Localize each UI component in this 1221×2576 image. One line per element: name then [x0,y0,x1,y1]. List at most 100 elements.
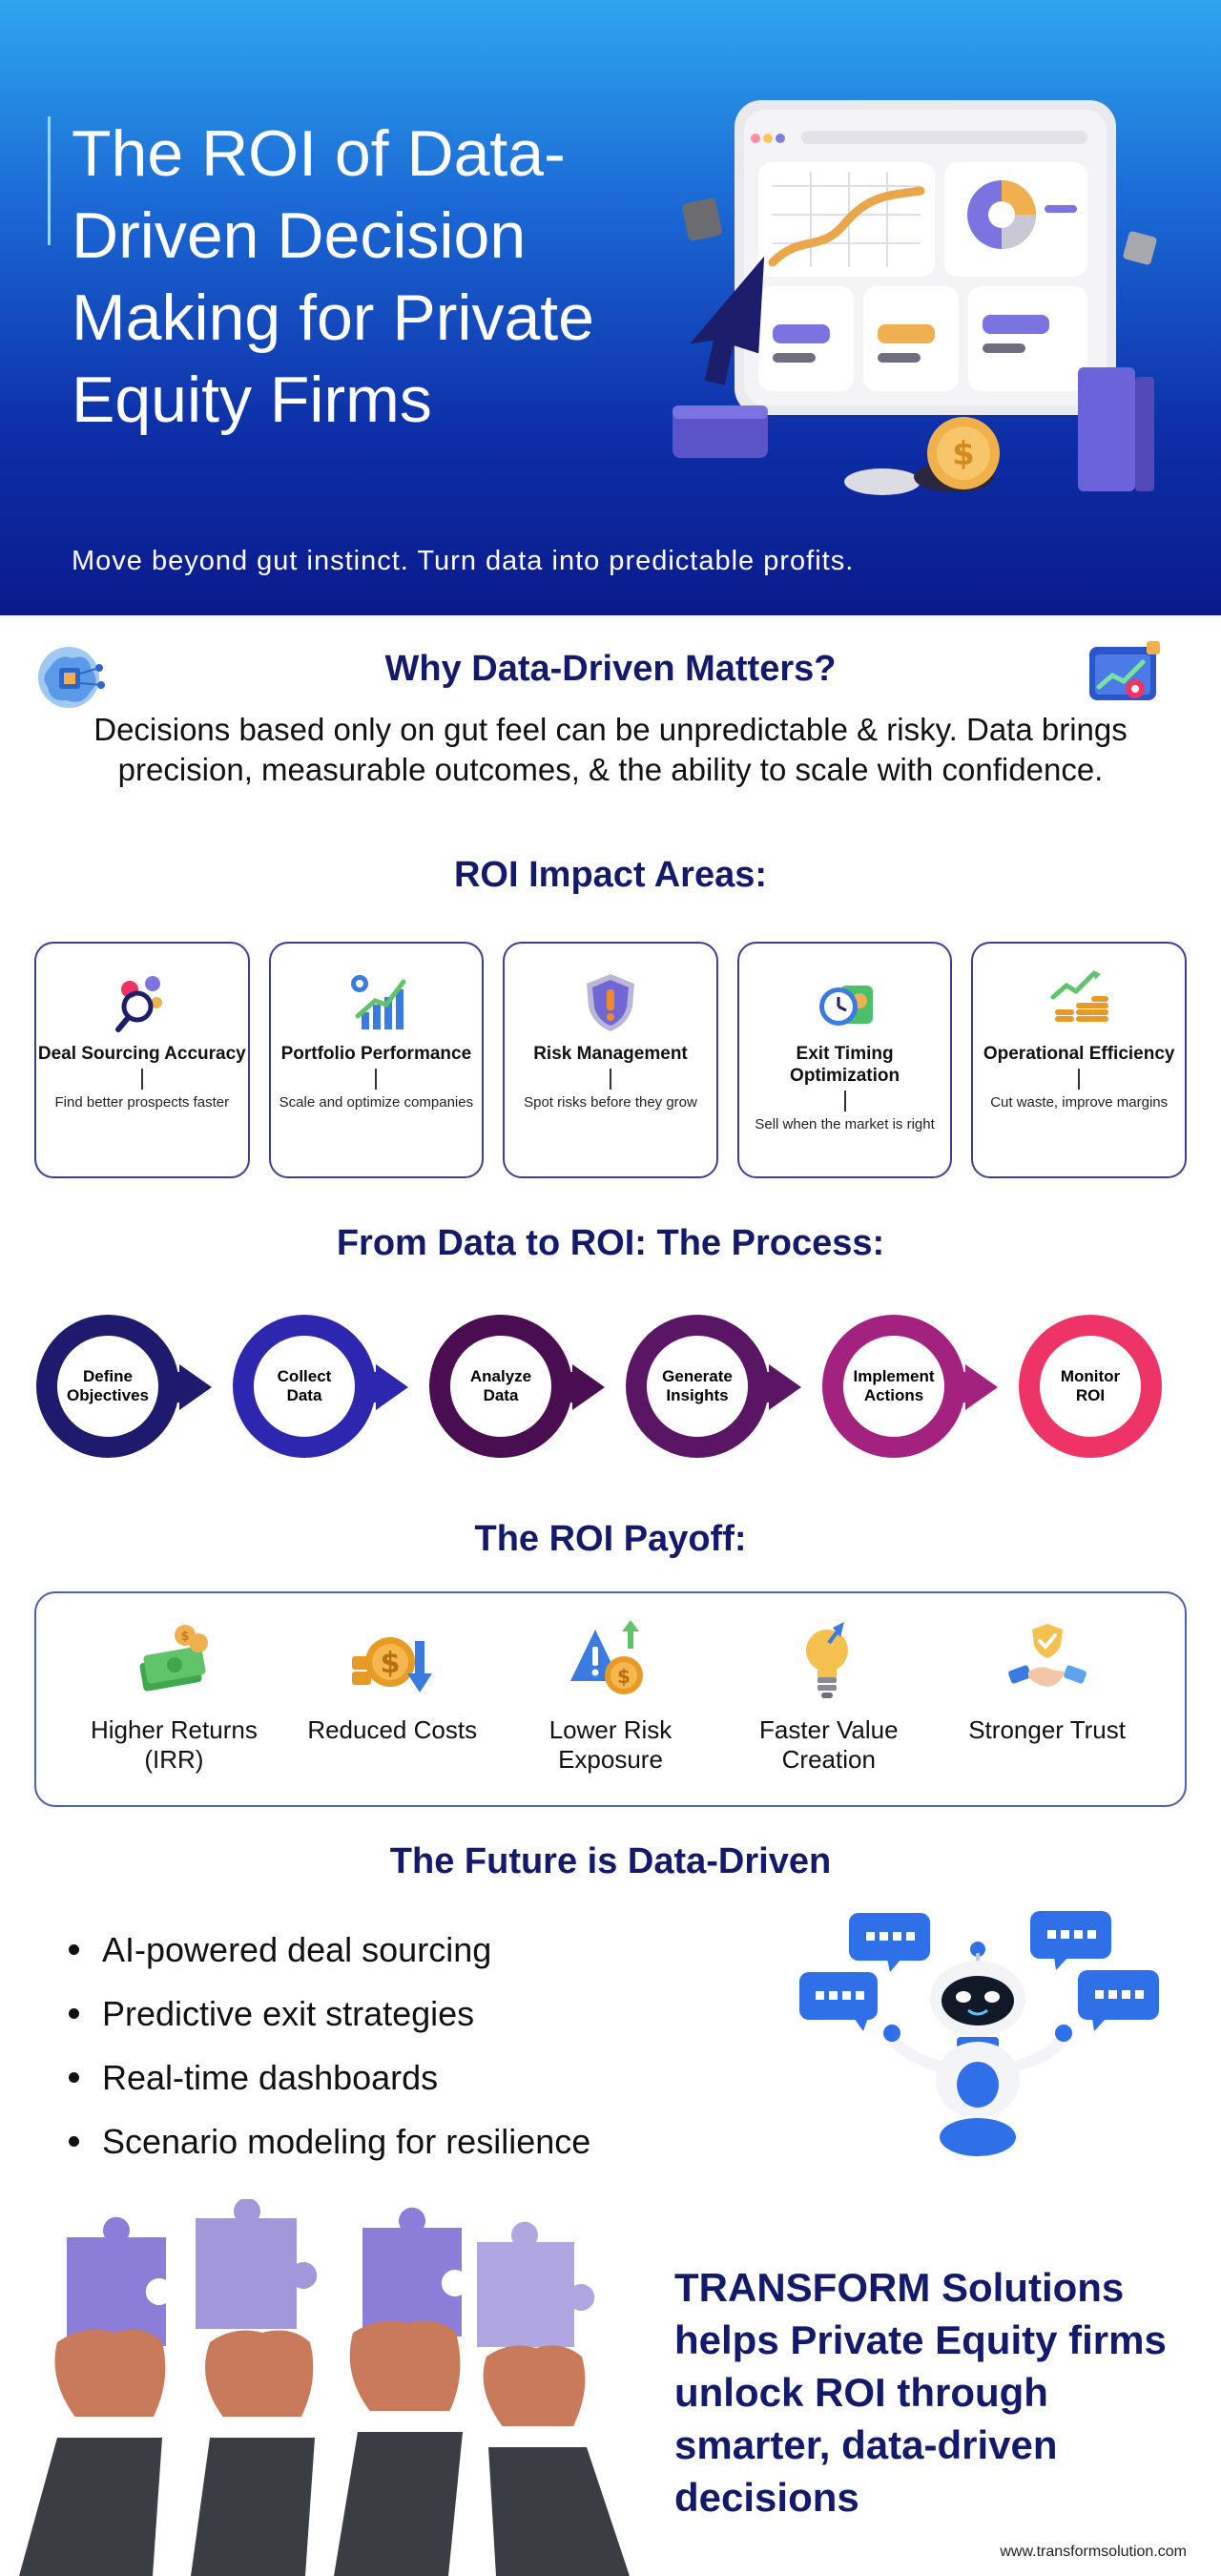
impact-card-desc: Sell when the market is right [755,1116,935,1132]
why-description: Decisions based only on gut feel can be … [93,712,1128,787]
card-connector [375,1069,378,1090]
process-step-label: Generate Insights [662,1367,733,1404]
bullet-icon [69,1944,79,1955]
payoff-label: Higher Returns (IRR) [90,1715,258,1774]
page-title: The ROI of Data-Driven Decision Making f… [72,117,594,436]
process-step: Implement Actions [822,1315,1023,1458]
card-connector [843,1091,846,1111]
why-heading: Why Data-Driven Matters? [384,649,837,689]
clock-money-icon [818,986,873,1026]
payoff-item: $ Higher Returns (IRR) [65,1618,283,1805]
process-step-ring: Monitor ROI [1019,1315,1162,1458]
list-item-text: Predictive exit strategies [102,1994,475,2033]
payoff-item: Faster Value Creation [719,1618,938,1805]
arrow-right-icon [769,1364,801,1410]
process-step: Define Objectives [36,1315,237,1458]
robot-chat-illustration [799,1911,1159,2156]
process-step-ring: Define Objectives [36,1315,179,1458]
list-item-text: Scenario modeling for resilience [102,2122,591,2161]
arrow-right-icon [179,1364,212,1410]
money-stack-icon: $ [139,1625,209,1692]
list-item-text: AI-powered deal sourcing [102,1930,492,1969]
process-step-ring: Analyze Data [429,1315,572,1458]
impact-heading: ROI Impact Areas: [453,855,768,895]
shield-icon [586,974,634,1031]
payoff-label: Faster Value Creation [759,1715,899,1774]
impact-card-title: Deal Sourcing Accuracy [37,1044,246,1064]
impact-card-title: Risk Management [533,1044,688,1064]
hero-banner: The ROI of Data-Driven Decision Making f… [0,0,1221,615]
magnifier-icon [114,976,162,1032]
list-item: Real-time dashboards [69,2046,590,2109]
payoff-label: Lower Risk Exposure [548,1715,673,1774]
payoff-label: Stronger Trust [968,1715,1126,1744]
payoff-item: $ Lower Risk Exposure [502,1618,720,1805]
process-step-label: Implement Actions [853,1367,935,1404]
process-flow: Define Objectives Collect Data Analyze D… [36,1315,1190,1458]
brain-chip-icon [38,647,105,708]
hero-subtitle: Move beyond gut instinct. Turn data into… [72,546,855,576]
list-item: Predictive exit strategies [69,1982,590,2046]
bullet-icon [69,2008,79,2019]
roi-payoff-panel: $ Higher Returns (IRR) $ Reduced Costs $… [34,1591,1187,1807]
impact-card-operational: Operational Efficiency Cut waste, improv… [971,942,1187,1178]
future-heading: The Future is Data-Driven [389,1841,832,1881]
puzzle-hands-illustration [19,2199,630,2576]
bullet-icon [69,2136,79,2147]
list-item-text: Real-time dashboards [102,2058,439,2097]
closing-statement: TRANSFORM Solutions helps Private Equity… [674,2265,1167,2520]
card-connector [140,1069,143,1090]
impact-card-title: Operational Efficiency [983,1044,1175,1064]
future-bullet-list: AI-powered deal sourcing Predictive exit… [69,1918,590,2173]
list-item: Scenario modeling for resilience [69,2109,590,2173]
impact-card-risk: Risk Management Spot risks before they g… [503,942,718,1178]
payoff-label: Reduced Costs [307,1715,478,1744]
impact-card-exit-timing: Exit Timing Optimization Sell when the m… [736,942,953,1178]
analytics-dashboard-icon [1089,641,1160,700]
handshake-icon [1007,1624,1086,1687]
dashboard-illustration: $ [673,100,1157,495]
lightbulb-icon [805,1622,848,1698]
process-step-label: Collect Data [277,1367,332,1404]
warning-coin-icon: $ [569,1620,643,1694]
process-step-label: Analyze Data [469,1367,532,1404]
process-step-label: Monitor ROI [1060,1367,1121,1404]
impact-card-desc: Find better prospects faster [54,1094,230,1111]
hero-accent-bar [48,116,51,245]
impact-card-portfolio: Portfolio Performance Scale and optimize… [268,942,485,1178]
bullet-icon [69,2072,79,2083]
impact-card-deal-sourcing: Deal Sourcing Accuracy Find better prosp… [34,942,250,1178]
svg-text:$: $ [381,1647,401,1680]
coin-stack-icon [1050,970,1109,1022]
process-step: Monitor ROI [1019,1315,1219,1458]
roi-impact-cards: Deal Sourcing Accuracy Find better prosp… [34,942,1187,1178]
process-step: Generate Insights [626,1315,826,1458]
growth-chart-icon [351,975,406,1029]
process-step-label: Define Objectives [67,1367,149,1404]
dollar-coin-down-icon: $ [352,1637,433,1693]
arrow-right-icon [965,1364,998,1410]
payoff-item: Stronger Trust [938,1618,1156,1805]
arrow-right-icon [376,1364,408,1410]
svg-text:$: $ [181,1630,190,1644]
impact-card-title: Portfolio Performance [280,1044,472,1064]
process-step-ring: Collect Data [233,1315,376,1458]
process-heading: From Data to ROI: The Process: [336,1223,885,1263]
payoff-item: $ Reduced Costs [283,1618,502,1805]
payoff-heading: The ROI Payoff: [474,1519,747,1559]
list-item: AI-powered deal sourcing [69,1918,590,1982]
impact-card-desc: Spot risks before they grow [524,1094,697,1111]
impact-card-desc: Cut waste, improve margins [990,1094,1169,1111]
impact-card-desc: Scale and optimize companies [279,1094,474,1111]
svg-text:$: $ [617,1665,631,1688]
card-connector [609,1069,611,1090]
footer-website-link[interactable]: www.transformsolution.com [1000,2544,1187,2560]
process-step: Analyze Data [429,1315,630,1458]
process-step: Collect Data [233,1315,433,1458]
process-step-ring: Implement Actions [822,1315,965,1458]
arrow-right-icon [572,1364,605,1410]
svg-text:$: $ [952,435,975,473]
card-connector [1078,1069,1081,1090]
impact-card-title: Exit Timing Optimization [790,1044,900,1086]
process-step-ring: Generate Insights [626,1315,769,1458]
